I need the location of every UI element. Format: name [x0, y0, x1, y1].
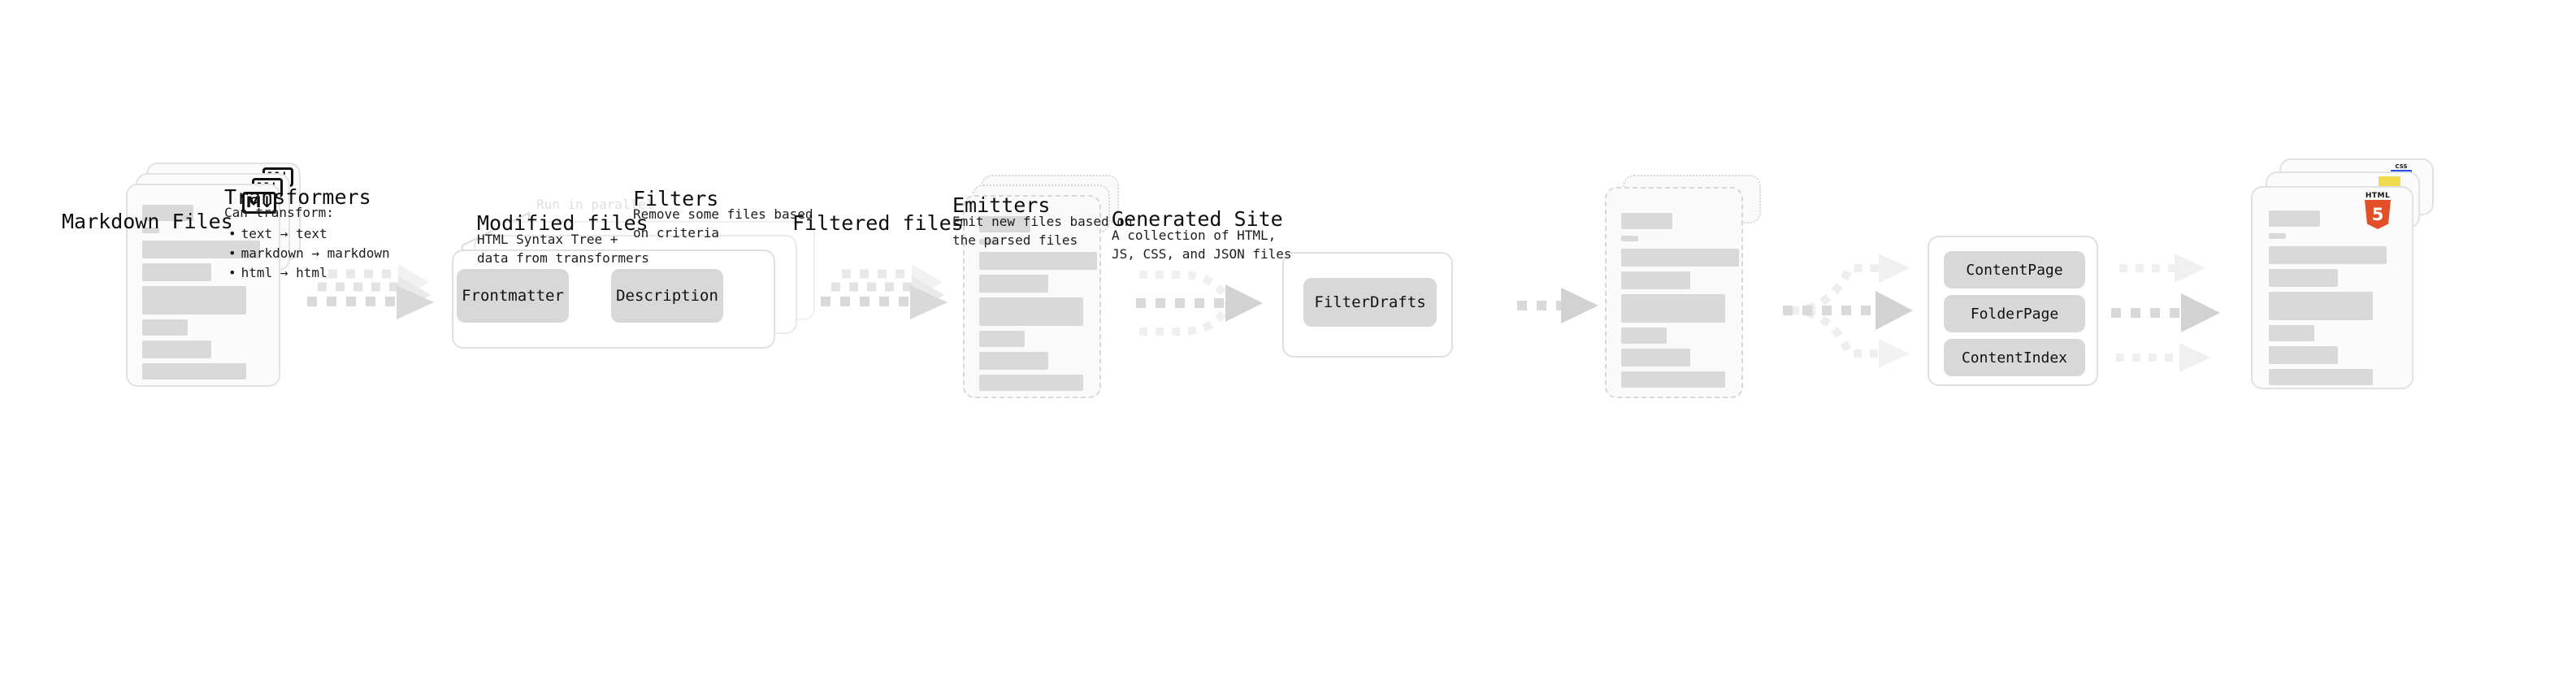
placeholder-bar [979, 352, 1048, 370]
placeholder-bar [142, 205, 193, 221]
transformer-chip-label: Frontmatter [462, 287, 564, 305]
emitter-chip-label: FolderPage [1970, 305, 2059, 323]
stage-title-filters: Filters [633, 187, 719, 210]
filter-chip-filterdrafts[interactable]: FilterDrafts [1303, 278, 1437, 327]
placeholder-bar [1621, 249, 1739, 267]
markdown-icon-glyph: M↓ [245, 193, 274, 211]
filtered-card-front [1605, 187, 1743, 398]
arrow-markdown-to-transformers [307, 264, 434, 319]
emitter-chip-label: ContentIndex [1961, 349, 2068, 367]
placeholder-bar [2269, 233, 2286, 239]
bullet-glyph: • [228, 265, 236, 280]
placeholder-bar [1621, 349, 1690, 367]
list-item: • text → text [228, 224, 390, 244]
emitter-chip-label: ContentPage [1966, 261, 2063, 279]
stage-title-markdown-files: Markdown Files [62, 210, 233, 233]
html5-icon-shield: 5 [2365, 200, 2391, 229]
stage-title-modified-files: Modified files [477, 211, 648, 235]
stage-subtitle-generated-site: A collection of HTML, JS, CSS, and JSON … [1112, 228, 1292, 262]
placeholder-bar [2269, 346, 2338, 364]
placeholder-bar [142, 286, 246, 314]
transformer-chip-label: Description [616, 287, 718, 305]
arrow-filtered-to-emitters [1783, 254, 1913, 368]
placeholder-bar [979, 252, 1097, 270]
placeholder-bar [979, 216, 1030, 232]
html5-icon-label: HTML [2365, 192, 2391, 200]
stage-subtitle-filters: Remove some files based on criteria [633, 206, 813, 241]
emitter-chip-contentindex[interactable]: ContentIndex [1944, 339, 2085, 376]
placeholder-bar [142, 228, 159, 233]
stage-subtitle-emitters: Emit new files based on the parsed files [952, 214, 1133, 249]
run-in-parallel-label: Run in parallel [536, 197, 654, 212]
stage-title-generated-site: Generated Site [1112, 207, 1283, 231]
html5-icon-digit: 5 [2371, 205, 2384, 224]
list-item: • html → html [228, 263, 390, 283]
placeholder-bar [2269, 325, 2314, 341]
transformer-chip-frontmatter[interactable]: Frontmatter [457, 269, 569, 323]
placeholder-bar [979, 297, 1083, 326]
placeholder-bar [979, 275, 1048, 293]
bullet-glyph: • [228, 245, 236, 261]
emitter-chip-contentpage[interactable]: ContentPage [1944, 251, 2085, 288]
arrow-transformers-to-modified [821, 264, 948, 319]
stage-title-transformers: Transformers [224, 185, 371, 209]
placeholder-bar [142, 241, 260, 258]
placeholder-bar [1621, 213, 1672, 229]
placeholder-bar [142, 363, 246, 380]
filter-chip-label: FilterDrafts [1314, 293, 1426, 311]
markdown-icon: M↓ [242, 192, 276, 214]
placeholder-bar [1621, 371, 1725, 388]
stage-subtitle-transformers: Can transform: [224, 205, 334, 220]
arrow-modified-to-filters [1136, 271, 1263, 336]
arrow-emitters-to-site [2111, 254, 2220, 372]
placeholder-bar [1621, 236, 1638, 241]
placeholder-bar [2269, 369, 2373, 385]
css-icon-label: CSS [2395, 163, 2408, 170]
transformer-chip-description[interactable]: Description [611, 269, 723, 323]
arrow-filters-to-filtered [1517, 288, 1598, 323]
list-item-label: html → html [241, 265, 327, 280]
placeholder-bar [2269, 292, 2373, 320]
bullet-glyph: • [228, 226, 236, 241]
modified-card-front [963, 195, 1101, 398]
placeholder-bar [1621, 271, 1690, 289]
stage-title-emitters: Emitters [952, 193, 1051, 217]
placeholder-bar [142, 319, 188, 336]
list-item-label: markdown → markdown [241, 245, 390, 261]
placeholder-bar [979, 375, 1083, 391]
placeholder-bar [142, 263, 211, 281]
placeholder-bar [1621, 327, 1667, 344]
stage-subtitle-modified-files: HTML Syntax Tree + data from transformer… [477, 232, 649, 267]
placeholder-bar [979, 239, 996, 245]
html5-icon: HTML 5 [2365, 193, 2391, 229]
emitter-chip-folderpage[interactable]: FolderPage [1944, 295, 2085, 332]
stage-title-filtered-files: Filtered files [792, 211, 964, 235]
filters-group-box: FilterDrafts [1282, 252, 1453, 358]
placeholder-bar [979, 331, 1025, 347]
placeholder-bar [2269, 269, 2338, 287]
placeholder-bar [2269, 210, 2320, 227]
emitters-group-box: ContentPage FolderPage ContentIndex [1928, 236, 2098, 386]
markdown-card-front [126, 184, 280, 387]
list-item: • markdown → markdown [228, 244, 390, 263]
placeholder-bar [2269, 246, 2387, 264]
transformer-capability-list: • text → text • markdown → markdown • html … [228, 224, 390, 283]
placeholder-bar [142, 340, 211, 358]
placeholder-bar [1621, 294, 1725, 323]
list-item-label: text → text [241, 226, 327, 241]
